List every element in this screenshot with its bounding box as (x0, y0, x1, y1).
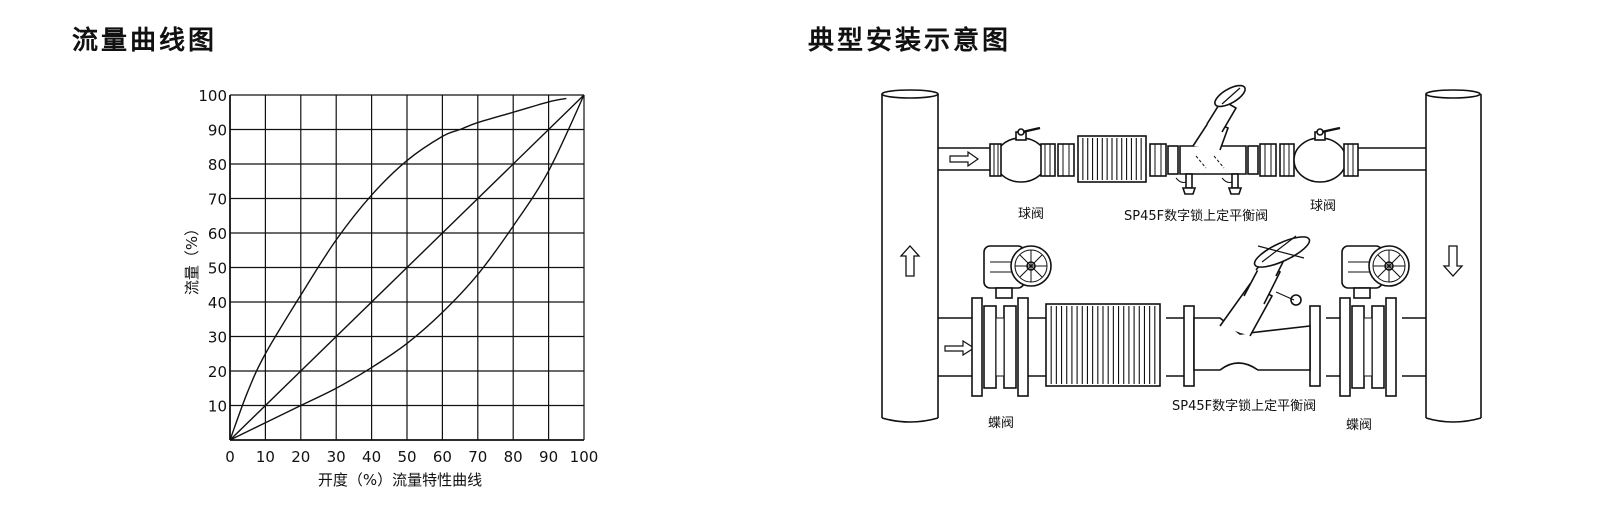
x-tick-labels: 0 10 20 30 40 50 60 70 80 90 100 (225, 448, 598, 466)
label-ball-valve-right: 球阀 (1310, 199, 1336, 214)
installation-diagram-title: 典型安装示意图 (808, 26, 1012, 56)
ball-valve-top-right-icon (1279, 126, 1359, 183)
y-axis-label: 流量（%） (183, 221, 201, 295)
x-tick-label: 30 (327, 448, 346, 466)
x-tick-label: 50 (397, 448, 416, 466)
label-balance-valve-bottom: SP45F数字锁上定平衡阀 (1172, 398, 1316, 414)
label-butterfly-valve-left: 蝶阀 (988, 416, 1014, 431)
series-line-2 (229, 94, 585, 441)
y-tick-label: 100 (198, 87, 227, 105)
left-header-pipe (881, 89, 939, 423)
series-line-1 (229, 97, 567, 441)
label-butterfly-valve-right: 蝶阀 (1346, 418, 1372, 433)
expansion-joint-top-icon (1077, 135, 1147, 183)
butterfly-valve-bottom-left-icon (971, 245, 1052, 397)
top-branch-pipe (938, 147, 1426, 171)
y-tick-label: 10 (208, 398, 227, 416)
flow-characteristic-chart: 0 10 20 30 40 50 60 70 80 90 100 10 20 30 40 50 60 70 80 9… (183, 87, 598, 489)
installation-diagram (881, 84, 1482, 423)
pipe-union-icon (1247, 143, 1277, 177)
label-ball-valve-left: 球阀 (1018, 207, 1044, 222)
bottom-branch-pipe (938, 317, 1426, 377)
y-tick-labels: 10 20 30 40 50 60 70 80 90 100 (198, 87, 227, 416)
label-balance-valve-top: SP45F数字锁上定平衡阀 (1124, 208, 1268, 224)
chart-curves (229, 94, 585, 441)
x-axis-label: 开度（%）流量特性曲线 (318, 471, 482, 489)
ball-valve-top-left-icon (989, 126, 1056, 183)
y-tick-label: 70 (208, 191, 227, 209)
bottom-flow-arrow-icon (944, 339, 976, 357)
x-tick-label: 90 (539, 448, 558, 466)
down-arrow-icon (1442, 245, 1464, 277)
x-tick-label: 0 (225, 448, 235, 466)
series-line-3 (229, 94, 585, 441)
y-tick-label: 30 (208, 329, 227, 347)
y-tick-label: 80 (208, 156, 227, 174)
diagram-labels: 球阀 SP45F数字锁上定平衡阀 球阀 蝶阀 SP45F数字锁上定平衡阀 蝶阀 (988, 199, 1372, 433)
y-tick-label: 20 (208, 363, 227, 381)
balance-valve-bottom-icon (1183, 235, 1321, 387)
expansion-joint-bottom-icon (1045, 303, 1161, 387)
butterfly-valve-bottom-right-icon (1339, 245, 1410, 397)
x-tick-label: 20 (291, 448, 310, 466)
x-tick-label: 70 (468, 448, 487, 466)
y-tick-label: 50 (208, 260, 227, 278)
pipe-union-icon (1149, 143, 1179, 177)
flow-curve-title: 流量曲线图 (72, 26, 218, 56)
x-tick-label: 80 (504, 448, 523, 466)
x-tick-label: 60 (433, 448, 452, 466)
y-tick-label: 90 (208, 122, 227, 140)
x-tick-label: 100 (570, 448, 599, 466)
up-arrow-icon (899, 245, 921, 277)
balance-valve-top-icon (1175, 84, 1247, 195)
y-tick-label: 60 (208, 225, 227, 243)
top-flow-arrow-icon (949, 150, 980, 168)
right-header-pipe (1425, 89, 1482, 423)
x-tick-label: 40 (362, 448, 381, 466)
x-tick-label: 10 (256, 448, 275, 466)
y-tick-label: 40 (208, 294, 227, 312)
pipe-union-icon (1057, 143, 1075, 177)
